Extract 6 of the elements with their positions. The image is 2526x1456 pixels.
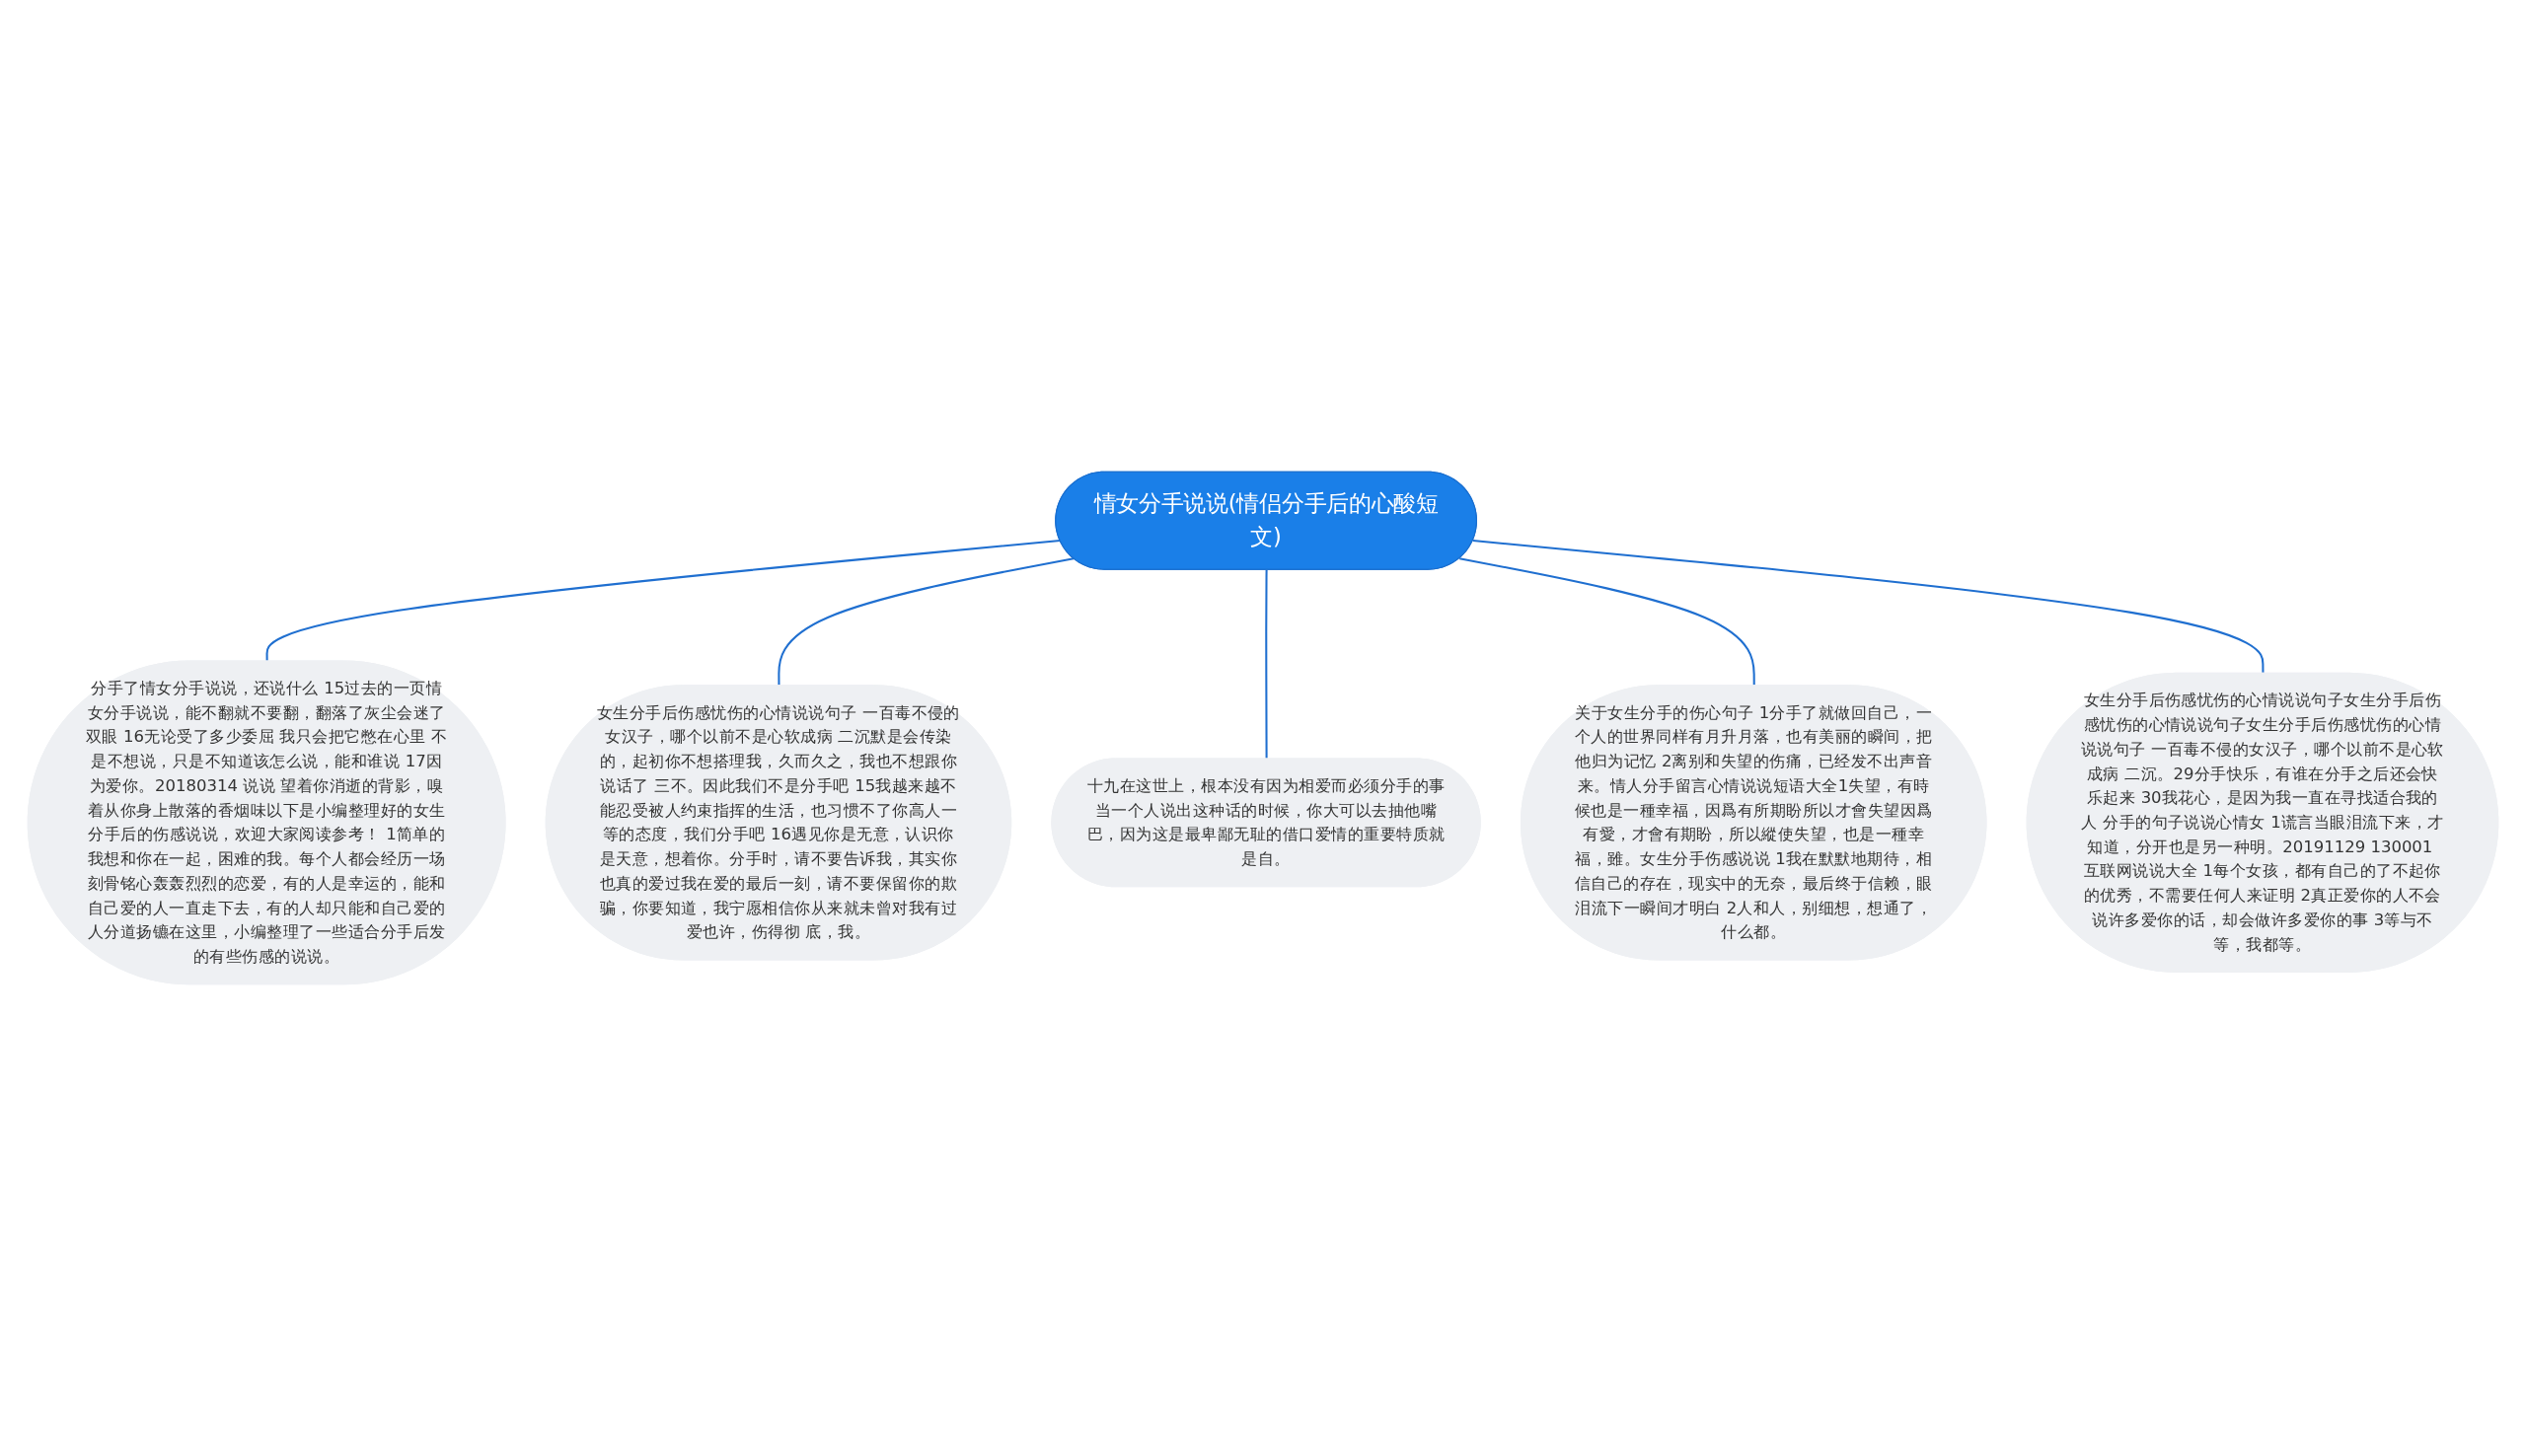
connector: [1265, 569, 1268, 760]
mind-map: 情女分手说说(情侣分手后的心酸短文) 分手了情女分手说说，还说什么 15过去的一页情女分手说说，能不翻就不要翻，翻落了灰尘会迷了双眼 16无论受了多少委屈 我只会把它憋在心里 不是不想说，只是不知道该怎么说，能和谁说 17因为爱你。20180314 说说 望着你消逝的背影，嗅着从你身上散落的香烟味以下是小编整理好的女生分手后的伤感说说，欢迎大家阅读参考！ 1简单的我想和你在一起，困难的我。每个人都会经历一场刻骨铭心轰轰烈烈的恋爱，有的人是幸运的，能和自己爱的人一直走下去，有的人却只能和自己爱的人分道扬镳在这里，小编整理了一些适合分手后发的有些伤感的说说。 女生分手后伤感忧伤的心情说说句子 一百毒不侵的女汉子，哪个以前不是心软成病 二沉默是会传染的，起初你不想搭理我，久而久之，我也不想跟你说话了 三不。因此我们不是分手吧 15我越来越不能忍受被人约束指挥的生活，也习惯不了你高人一等的态度，我们分手吧 16遇见你是无意，认识你是天意，想着你。分手时，请不要告诉我，其实你也真的爱过我在爱的最后一刻，请不要保留你的欺骗，你要知道，我宁愿相信你从来就未曾对我有过爱也许，伤得彻 底，我。 十九在这世上，根本没有因为相爱而必须分手的事当一个人说出这种话的时候，你大可以去抽他嘴巴，因为这是最卑鄙无耻的借口爱情的重要特质就是自。 关于女生分手的伤心句子 1分手了就做回自己，一个人的世界同样有月升月落，也有美丽的瞬间，把他归为记忆 2离别和失望的伤痛，已经发不出声音来。情人分手留言心情说说短语大全1失望，有時候也是一種幸福，因爲有所期盼所以才會失望因爲有愛，才會有期盼，所以縱使失望，也是一種幸福，雖。女生分手伤感说说 1我在默默地期待，相信自己的存在，现实中的无奈，最后终于信赖，眼泪流下一瞬间才明白 2人和人，别细想，想通了，什么都。 女生分手后伤感忧伤的心情说说句子女生分手后伤感忧伤的心情说说句子女生分手后伤感忧伤的心情说说句子 一百毒不侵的女汉子，哪个以前不是心软成病 二沉。29分手快乐，有谁在分手之后还会快乐起来 30我花心，是因为我一直在寻找适合我的人 分手的句子说说心情女 1谎言当眼泪流下来，才知道，分开也是另一种明。20191129 130001 互联网说说大全 1每个女孩，都有自己的了不起你的优秀，不需要任何人来证明 2真正爱你的人不会说许多爱你的话，却会做许多爱你的事 3等与不等，我都等。: [20, 464, 2506, 992]
connector: [265, 540, 1061, 662]
connector: [778, 557, 1075, 687]
connector: [1459, 557, 1755, 687]
connector: [1472, 540, 2265, 674]
